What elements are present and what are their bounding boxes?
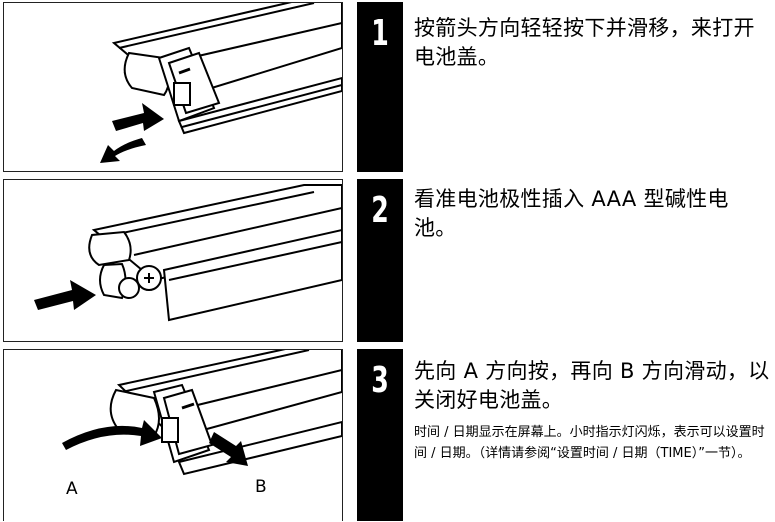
- label-b: B: [255, 477, 267, 497]
- step-3-text: 先向 A 方向按，再向 B 方向滑动，以关闭好电池盖。: [414, 359, 770, 412]
- step-3-marker: 3: [357, 349, 403, 521]
- arrow-icon: [62, 420, 248, 466]
- step-3-number: 3: [371, 360, 389, 401]
- step-1-illustration: [3, 2, 343, 172]
- step-1-marker: 1: [357, 2, 403, 172]
- step-2-illustration: [3, 179, 343, 342]
- battery-insert-drawing: [34, 184, 342, 322]
- step-1-text: 按箭头方向轻轻按下并滑移，来打开电池盖。: [414, 16, 755, 69]
- step-2-number: 2: [371, 190, 389, 231]
- label-a: A: [66, 479, 78, 499]
- step-1-number: 1: [371, 13, 389, 54]
- step-2-text: 看准电池极性插入 AAA 型碱性电池。: [414, 187, 729, 240]
- battery-cover-close-drawing: A B: [62, 350, 342, 499]
- battery-cover-open-drawing: [100, 3, 342, 163]
- step-3-note: 时间 / 日期显示在屏幕上。小时指示灯闪烁，表示可以设置时间 / 日期。（详情请…: [414, 425, 765, 461]
- step-2-marker: 2: [357, 179, 403, 342]
- arrow-icon: [100, 103, 164, 163]
- step-3-illustration: A B: [3, 349, 343, 521]
- arrow-icon: [34, 280, 96, 310]
